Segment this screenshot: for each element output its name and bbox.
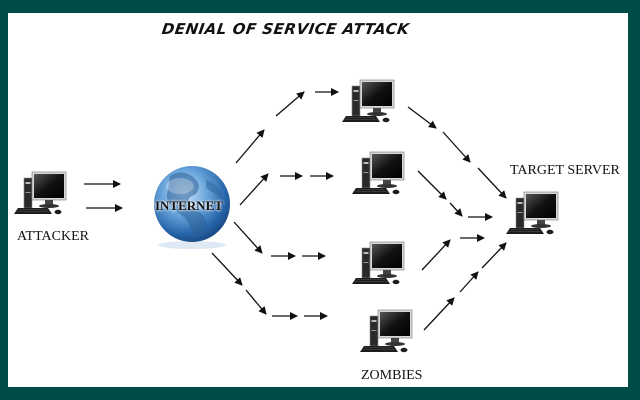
globe-icon	[154, 166, 230, 249]
zombie-computer-icon-1	[341, 79, 395, 123]
internet-label: INTERNET	[155, 198, 223, 213]
arrow-zombie1-target-a	[407, 106, 437, 129]
arrow-zombie4-target-b	[459, 271, 479, 293]
arrow-internet-zombie2-a	[239, 173, 269, 206]
attacker-label: ATTACKER	[17, 229, 89, 244]
zombie-computer-icon-2	[351, 151, 405, 195]
arrow-zombie2-target-a	[417, 170, 447, 200]
target-server-label: TARGET SERVER	[510, 163, 620, 178]
diagram-title: DENIAL OF SERVICE ATTACK	[160, 20, 411, 38]
zombie-computer-icon-4	[359, 309, 413, 353]
arrow-zombie1-target-c	[477, 167, 507, 199]
arrow-internet-zombie4-a	[211, 252, 243, 286]
arrow-zombie4-target-c	[481, 242, 507, 269]
target-server-computer-icon	[505, 191, 559, 235]
attacker-computer-icon	[13, 171, 67, 215]
arrow-zombie2-target-b	[449, 202, 463, 217]
arrow-internet-zombie4-b	[245, 289, 267, 315]
arrow-internet-zombie1-a	[235, 129, 265, 164]
arrow-zombie1-target-b	[442, 131, 471, 163]
arrow-internet-zombie3-a	[233, 221, 263, 254]
arrow-zombie3-target-a	[421, 239, 451, 271]
arrow-zombie4-target-a	[423, 297, 455, 331]
zombies-label: ZOMBIES	[361, 368, 423, 383]
zombie-computer-icon-3	[351, 241, 405, 285]
arrow-internet-zombie1-b	[275, 91, 305, 117]
